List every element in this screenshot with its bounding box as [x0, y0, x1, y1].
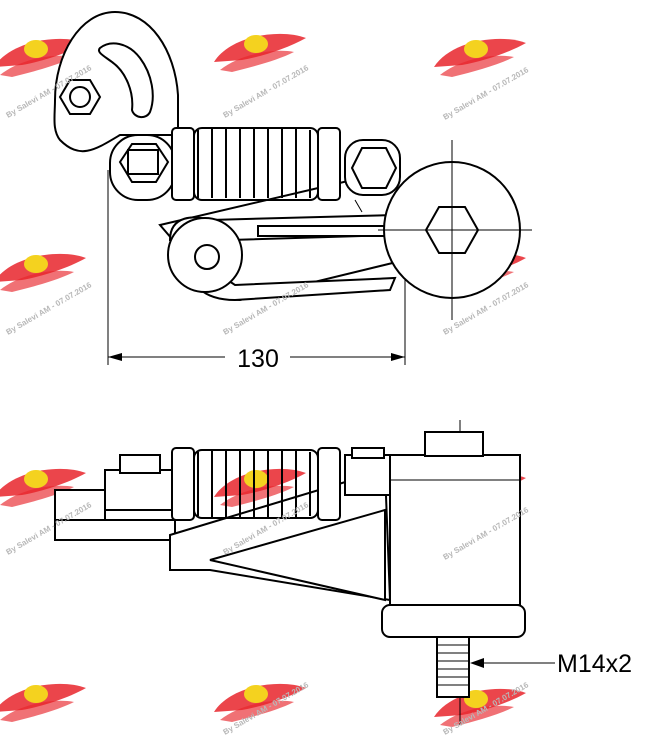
thread-spec-label: M14x2	[557, 650, 632, 678]
thread-lines	[437, 644, 469, 686]
watermark-text: By Salevi AM - 07.07.2016	[222, 63, 311, 120]
side-view: M14x2	[54, 420, 632, 725]
dimension-width-label: 130	[237, 345, 279, 373]
spring-coils-top	[193, 127, 319, 201]
top-view: 130	[53, 10, 532, 373]
